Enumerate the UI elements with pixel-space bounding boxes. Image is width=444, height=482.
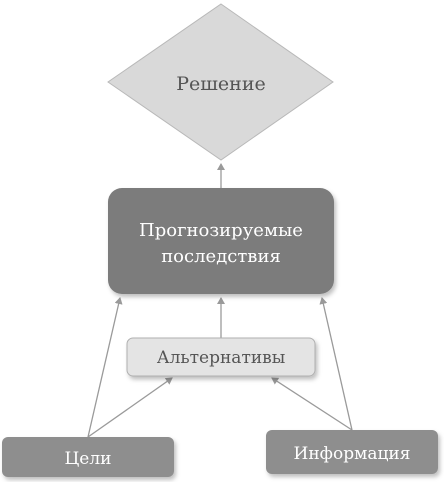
goals-node: Цели [2,437,174,477]
alternatives-box [126,337,316,377]
information-box [266,430,438,474]
decision-node: Решение [107,3,334,161]
goals-label: Цели [64,449,111,469]
connectors [87,163,353,438]
information-label: Информация [294,444,411,464]
information-node: Информация [266,430,438,474]
alternatives-node: Альтернативы [126,337,316,377]
consequences-label-line1: Прогнозируемые [139,220,303,241]
consequences-label-line2: последствия [161,246,281,267]
alternatives-label: Альтернативы [157,348,286,368]
arrow-information-to-consequences [319,297,353,431]
decision-label: Решение [176,73,266,95]
arrow-information-to-alternatives [271,377,353,431]
goals-box [2,437,174,477]
arrow-goals-to-consequences [87,297,123,438]
consequences-box [108,188,334,294]
consequences-node: Прогнозируемые последствия [108,188,334,294]
decision-diamond [107,3,334,161]
arrow-goals-to-alternatives [87,377,173,438]
